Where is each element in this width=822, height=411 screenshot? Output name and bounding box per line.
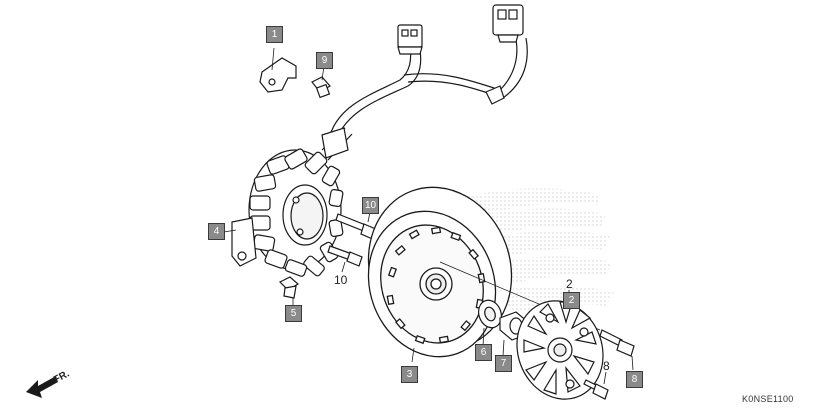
callout-5[interactable]: 5 [285, 305, 302, 322]
callout-10[interactable]: 10 [362, 197, 379, 214]
front-direction-arrow [26, 376, 58, 398]
callout-9[interactable]: 9 [316, 52, 333, 69]
label-8: 8 [603, 359, 610, 373]
wire-harness [321, 4, 528, 161]
label-10: 10 [334, 273, 348, 287]
bolt-8-lower [583, 371, 609, 400]
callout-8[interactable]: 8 [626, 371, 643, 388]
bracket-part [259, 47, 297, 93]
bolt-9 [311, 65, 331, 99]
callout-2[interactable]: 2 [563, 292, 580, 309]
callout-7[interactable]: 7 [495, 355, 512, 372]
washer-6 [478, 299, 502, 347]
diagram-code: K0NSE1100 [742, 394, 794, 404]
callout-4[interactable]: 4 [208, 223, 225, 240]
callout-3[interactable]: 3 [401, 366, 418, 383]
callout-1[interactable]: 1 [266, 26, 283, 43]
bolt-5 [278, 276, 300, 306]
label-2: 2 [566, 277, 573, 291]
bolt-8-upper [599, 329, 635, 371]
flywheel [367, 186, 513, 358]
bolt-10-lower [327, 245, 363, 273]
stator-assembly [231, 148, 344, 277]
callout-6[interactable]: 6 [475, 344, 492, 361]
cooling-fan [516, 290, 604, 400]
